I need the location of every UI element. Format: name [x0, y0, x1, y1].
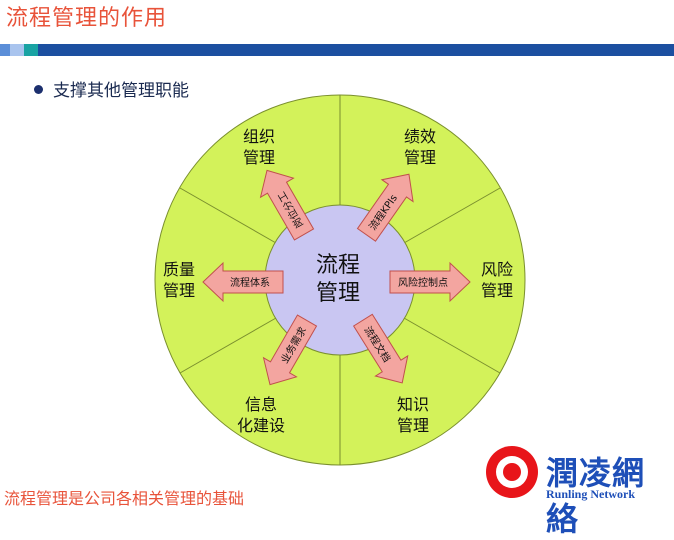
bullet-item: 支撑其他管理职能	[34, 76, 189, 101]
role-wheel-diagram: 流程 管理 组织 管理 绩效 管理 风险 管理 知识 管理 信息 化建设 质量 …	[154, 94, 526, 466]
arrow-quality: 流程体系	[202, 261, 284, 303]
arrow-risk: 风险控制点	[389, 261, 471, 303]
segment-org-line2: 管理	[243, 148, 275, 167]
arrow-risk-label: 风险控制点	[398, 276, 448, 289]
hub-label-line2: 管理	[316, 281, 360, 306]
segment-perf-line2: 管理	[404, 148, 436, 167]
title-decoration-bar	[0, 44, 674, 56]
segment-info-line1: 信息	[245, 395, 277, 414]
segment-knowledge-line2: 管理	[397, 416, 429, 435]
segment-knowledge-line1: 知识	[397, 395, 429, 414]
arrow-quality-label: 流程体系	[230, 276, 270, 289]
segment-quality-line2: 管理	[163, 281, 195, 300]
ring-dividers	[179, 95, 501, 465]
brand-name-en: Runling Network	[546, 487, 636, 501]
bullet-text: 支撑其他管理职能	[53, 81, 189, 101]
hub-label-line1: 流程	[316, 253, 360, 278]
segment-risk-line1: 风险	[481, 260, 513, 279]
segment-risk-line2: 管理	[481, 281, 513, 300]
segment-org-line1: 组织	[243, 127, 275, 146]
brand-logo-icon	[486, 446, 538, 498]
segment-info-line2: 化建设	[237, 416, 285, 435]
segment-quality-line1: 质量	[163, 260, 195, 279]
footer-statement: 流程管理是公司各相关管理的基础	[4, 489, 245, 508]
bullet-dot	[34, 85, 43, 94]
slide-title: 流程管理的作用	[6, 6, 168, 31]
segment-perf-line1: 绩效	[404, 127, 436, 146]
